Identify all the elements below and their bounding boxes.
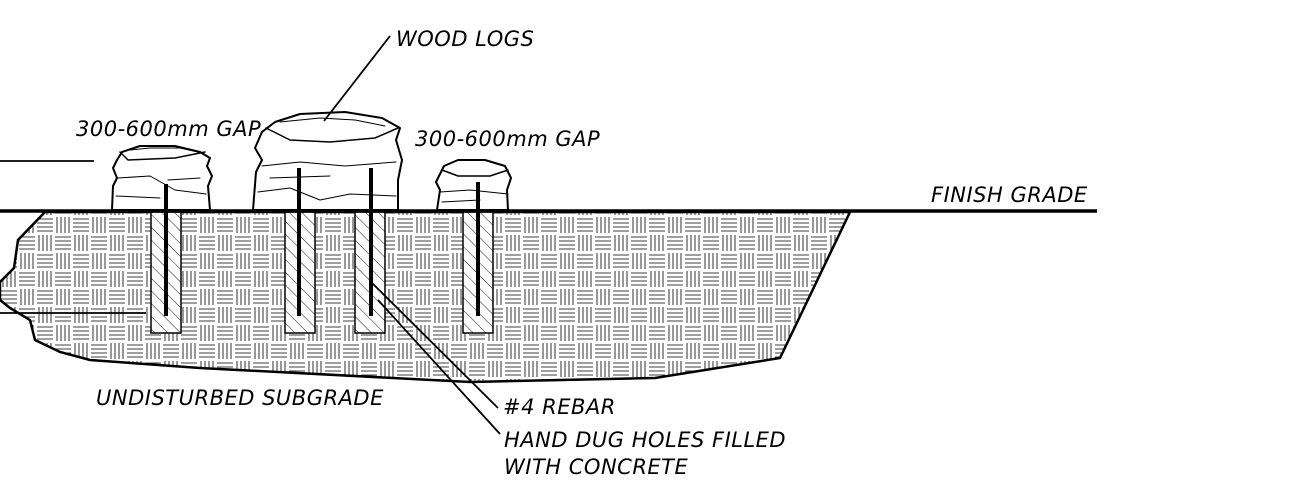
label-rebar: #4 REBAR xyxy=(503,395,616,419)
wood-log-right xyxy=(435,159,512,211)
label-undisturbed-subgrade: UNDISTURBED SUBGRADE xyxy=(96,386,384,410)
leader-lines xyxy=(0,35,501,435)
rebar-bars xyxy=(164,168,480,316)
label-holes-line2: WITH CONCRETE xyxy=(504,455,689,479)
label-holes-line1: HAND DUG HOLES FILLED xyxy=(504,428,786,452)
subgrade-soil xyxy=(0,210,852,384)
wood-log-left xyxy=(111,145,213,211)
label-finish-grade: FINISH GRADE xyxy=(931,183,1088,207)
label-gap-left: 300-600mm GAP xyxy=(76,117,261,141)
wood-log-center xyxy=(252,111,403,211)
label-wood-logs: WOOD LOGS xyxy=(396,27,534,51)
label-gap-right: 300-600mm GAP xyxy=(415,127,600,151)
